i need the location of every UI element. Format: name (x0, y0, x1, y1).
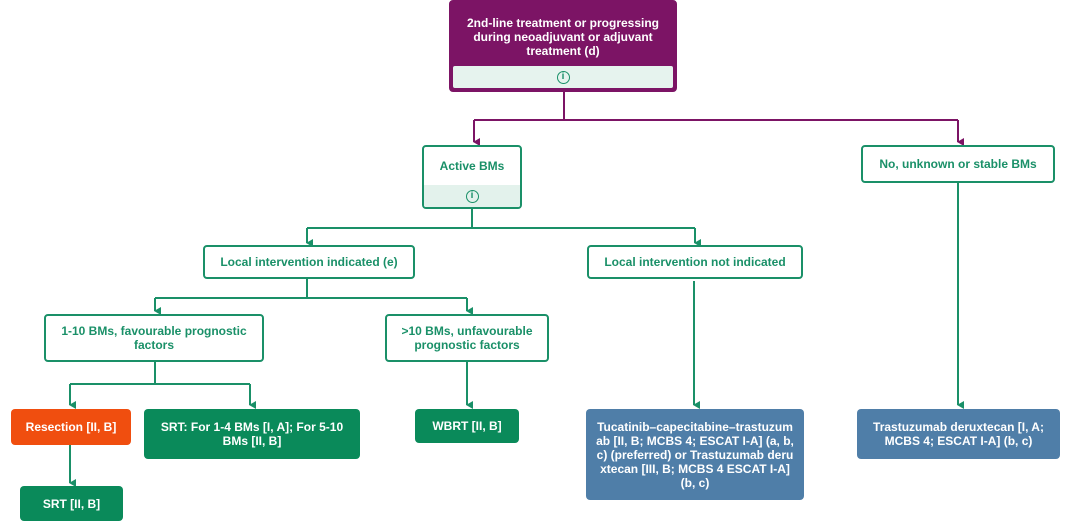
edge-1-10-split (70, 362, 250, 385)
active-bms-info-strip[interactable]: i (424, 185, 520, 207)
active-bms-node[interactable]: Active BMs i (422, 145, 522, 209)
local-intervention-not-indicated-label: Local intervention not indicated (604, 255, 786, 269)
srt-node[interactable]: SRT [II, B] (20, 486, 123, 521)
local-intervention-indicated-node[interactable]: Local intervention indicated (e) (203, 245, 415, 279)
root-label: 2nd-line treatment or progressing during… (466, 16, 660, 58)
bms-1-10-label: 1-10 BMs, favourable prognostic factors (61, 324, 247, 352)
local-intervention-not-indicated-node[interactable]: Local intervention not indicated (587, 245, 803, 279)
edge-root-split (473, 92, 964, 146)
bms-gt10-label: >10 BMs, unfavourable prognostic factors (401, 324, 533, 352)
active-bms-label: Active BMs (439, 159, 505, 173)
wbrt-node[interactable]: WBRT [II, B] (415, 409, 519, 443)
info-icon[interactable]: i (465, 189, 479, 203)
tucatinib-label: Tucatinib–capecitabine–trastuzumab [II, … (596, 419, 794, 490)
edge-local-split (155, 278, 467, 299)
edge-active-split (307, 208, 695, 229)
resection-node[interactable]: Resection [II, B] (11, 409, 131, 445)
resection-label: Resection [II, B] (25, 420, 117, 434)
wbrt-label: WBRT [II, B] (432, 419, 502, 433)
srt-mixed-node[interactable]: SRT: For 1-4 BMs [I, A]; For 5-10 BMs [I… (144, 409, 360, 459)
no-unknown-stable-bms-node[interactable]: No, unknown or stable BMs (861, 145, 1055, 183)
root-node[interactable]: 2nd-line treatment or progressing during… (449, 0, 677, 92)
root-info-strip[interactable]: i (453, 66, 673, 88)
bms-gt10-node[interactable]: >10 BMs, unfavourable prognostic factors (385, 314, 549, 362)
local-intervention-indicated-label: Local intervention indicated (e) (220, 255, 398, 269)
info-icon[interactable]: i (556, 70, 570, 84)
srt-label: SRT [II, B] (42, 496, 101, 511)
srt-mixed-label: SRT: For 1-4 BMs [I, A]; For 5-10 BMs [I… (160, 420, 344, 448)
no-unknown-stable-bms-label: No, unknown or stable BMs (879, 157, 1037, 171)
tucatinib-node[interactable]: Tucatinib–capecitabine–trastuzumab [II, … (586, 409, 804, 500)
trastuzumab-deruxtecan-label: Trastuzumab deruxtecan [I, A; MCBS 4; ES… (873, 420, 1044, 448)
bms-1-10-node[interactable]: 1-10 BMs, favourable prognostic factors (44, 314, 264, 362)
trastuzumab-deruxtecan-node[interactable]: Trastuzumab deruxtecan [I, A; MCBS 4; ES… (857, 409, 1060, 459)
